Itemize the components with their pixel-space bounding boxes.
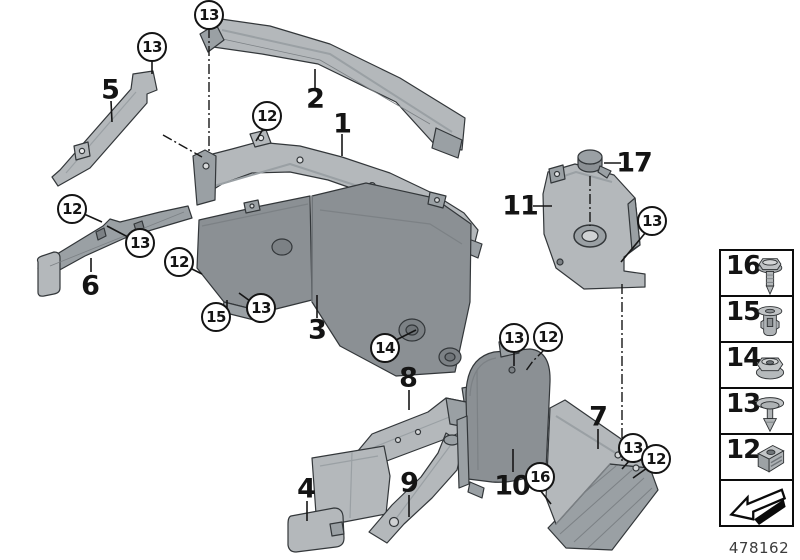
callout-part-4[interactable]: 4: [297, 473, 316, 505]
callout-part-9[interactable]: 9: [400, 467, 419, 499]
callout-part-17[interactable]: 17: [616, 147, 653, 179]
cage-nut-icon: [757, 444, 785, 473]
callout-part-1[interactable]: 1: [333, 108, 352, 140]
callout-part-10[interactable]: 10: [494, 470, 531, 502]
part-17-shape: [577, 149, 612, 179]
fastener-callout-13[interactable]: 13: [499, 323, 529, 353]
diagram-number: 478162: [728, 539, 790, 557]
legend-item-15: 15: [719, 295, 794, 343]
callout-part-8[interactable]: 8: [399, 362, 418, 394]
fastener-callout-16[interactable]: 16: [525, 462, 555, 492]
legend-item-13: 13: [719, 387, 794, 435]
legend-item-16: 16: [719, 249, 794, 297]
hex-bolt-washer-icon: [757, 258, 783, 296]
direction-arrow-icon: [729, 488, 787, 525]
legend-item-label: 15: [726, 297, 761, 327]
flange-nut-icon: [755, 357, 785, 380]
legend-item-label: 12: [726, 435, 761, 465]
fastener-callout-12[interactable]: 12: [164, 247, 194, 277]
fastener-callout-14[interactable]: 14: [370, 333, 400, 363]
fastener-callout-12[interactable]: 12: [641, 444, 671, 474]
part-4-shape: [287, 445, 391, 553]
push-rivet-icon: [755, 397, 785, 433]
fastener-callout-12[interactable]: 12: [57, 194, 87, 224]
fastener-callout-12[interactable]: 12: [252, 101, 282, 131]
part-9-shape: [368, 432, 464, 544]
callout-part-2[interactable]: 2: [306, 83, 325, 115]
fastener-callout-13[interactable]: 13: [194, 0, 224, 30]
fastener-callout-12[interactable]: 12: [533, 322, 563, 352]
part-6-shape: [36, 205, 193, 297]
legend-item-14: 14: [719, 341, 794, 389]
part-3-shape: [196, 182, 491, 415]
callout-part-7[interactable]: 7: [589, 401, 608, 433]
legend-direction-box: [719, 479, 794, 527]
legend-item-12: 12: [719, 433, 794, 481]
fastener-legend: 16 15: [719, 249, 794, 527]
callout-part-5[interactable]: 5: [101, 74, 120, 106]
callout-part-11[interactable]: 11: [502, 190, 539, 222]
legend-item-label: 13: [726, 389, 761, 419]
callout-part-3[interactable]: 3: [308, 314, 327, 346]
fastener-callout-15[interactable]: 15: [201, 302, 231, 332]
legend-item-label: 14: [726, 343, 761, 373]
part-5-shape: [51, 70, 158, 187]
part-7-shape: [545, 399, 659, 551]
expansion-rivet-icon: [757, 306, 783, 337]
fastener-callout-13[interactable]: 13: [137, 32, 167, 62]
part-11-shape: [542, 163, 646, 290]
part-2-shape: [199, 17, 466, 159]
fastener-callout-13[interactable]: 13: [246, 293, 276, 323]
legend-item-label: 16: [726, 251, 761, 281]
part-10-shape: [456, 337, 551, 499]
callout-part-6[interactable]: 6: [81, 270, 100, 302]
fastener-callout-13[interactable]: 13: [125, 228, 155, 258]
fastener-callout-13[interactable]: 13: [637, 206, 667, 236]
construction-lines: [162, 28, 623, 462]
